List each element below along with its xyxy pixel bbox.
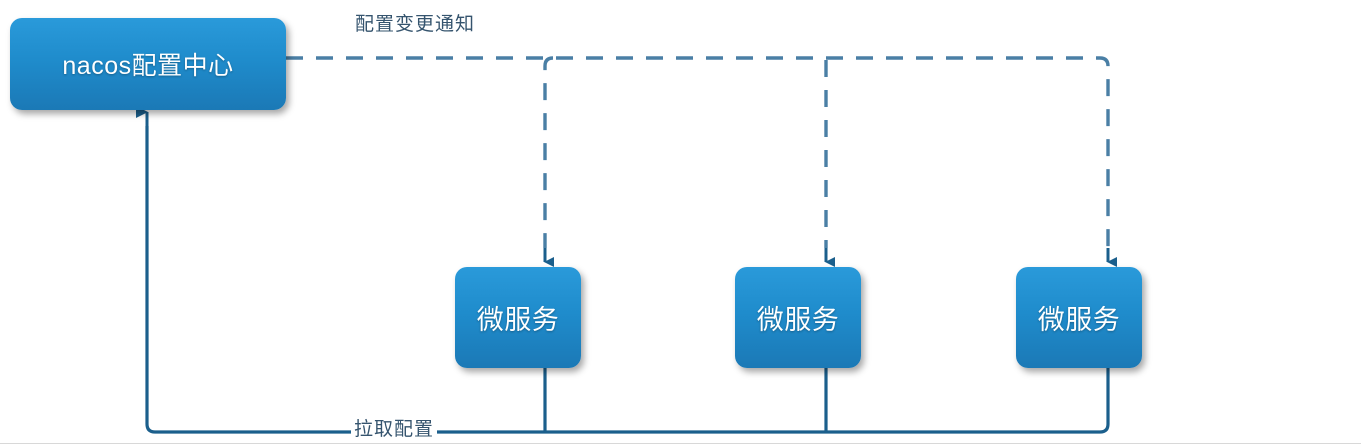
- dashed-branch-to-service-1: [543, 56, 554, 248]
- node-microservice-3-label: 微服务: [1037, 305, 1121, 335]
- node-microservice-2[interactable]: 微服务: [735, 267, 861, 368]
- node-microservice-1-label: 微服务: [476, 305, 560, 335]
- node-microservice-2-label: 微服务: [756, 305, 840, 335]
- solid-return-bus: [145, 126, 1110, 434]
- edge-label-pull-config: 拉取配置: [351, 414, 438, 441]
- node-microservice-1[interactable]: 微服务: [455, 267, 581, 368]
- node-nacos-config-center[interactable]: nacos配置中心: [10, 18, 286, 110]
- edge-label-config-change-notify: 配置变更通知: [352, 9, 479, 36]
- edge-config-change-notify: [286, 56, 1117, 267]
- dashed-trunk-to-service-3: [286, 56, 1110, 248]
- node-nacos-label: nacos配置中心: [62, 52, 234, 80]
- edge-pull-config: [136, 106, 1110, 434]
- node-microservice-3[interactable]: 微服务: [1016, 267, 1142, 368]
